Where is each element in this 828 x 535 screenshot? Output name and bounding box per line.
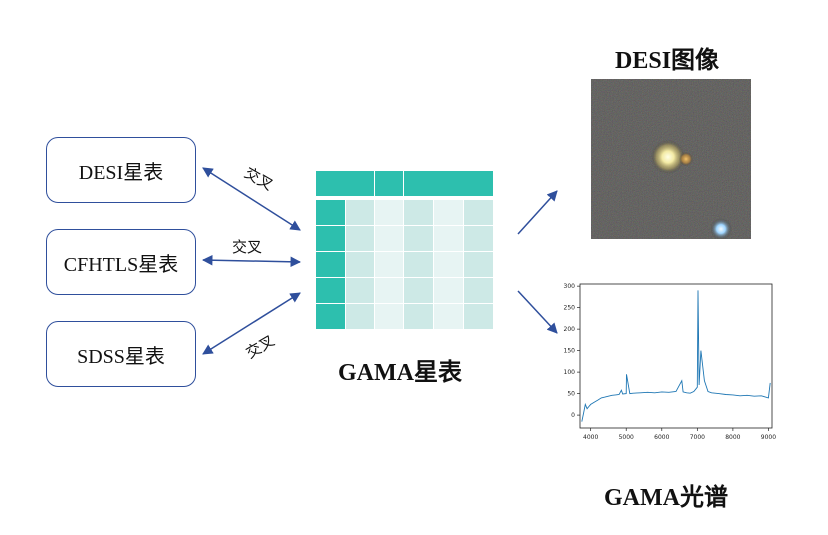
table-header-row (315, 170, 495, 197)
y-tick-label: 100 (564, 369, 576, 376)
arrow-sdss-gama (202, 292, 301, 355)
table-row (315, 303, 495, 330)
y-tick-label: 150 (564, 348, 576, 355)
y-tick-label: 250 (564, 305, 576, 312)
gama-spectrum-label: GAMA光谱 (604, 485, 728, 511)
spectrum-line (581, 290, 771, 422)
catalog-label-desi: DESI星表 (78, 161, 164, 184)
y-tick-label: 0 (571, 412, 575, 419)
catalog-box-sdss: SDSS星表 (46, 321, 196, 387)
gama-spectrum-chart: 4000 5000 6000 7000 8000 9000 0 50 100 150 200 250 3… (564, 283, 777, 441)
galaxy-blob (651, 140, 685, 174)
table-row (315, 199, 495, 226)
table-row (315, 277, 495, 304)
x-tick-label: 9000 (761, 434, 776, 441)
arrow-cfhtls-gama (201, 254, 302, 268)
table-row (315, 225, 495, 252)
arrow-gama-desi-image (517, 190, 558, 235)
gama-catalog-table-icon (315, 170, 495, 330)
desi-image-label: DESI图像 (615, 48, 720, 74)
galaxy-image-svg (591, 79, 751, 239)
cross-label-cfhtls: 交叉 (232, 238, 263, 256)
x-tick-label: 8000 (725, 434, 740, 441)
y-tick-label: 200 (564, 326, 576, 333)
x-tick-label: 5000 (619, 434, 634, 441)
x-tick-label: 7000 (690, 434, 705, 441)
spectrum-axes-frame (579, 283, 773, 429)
star-blob (710, 218, 732, 239)
catalog-label-sdss: SDSS星表 (77, 345, 165, 368)
x-tick-label: 4000 (583, 434, 598, 441)
companion-blob (679, 152, 693, 166)
arrow-desi-gama (202, 167, 301, 231)
table-row (315, 251, 495, 278)
x-tick-label: 6000 (654, 434, 669, 441)
catalog-box-cfhtls: CFHTLS星表 (46, 229, 196, 295)
desi-galaxy-image (591, 79, 751, 239)
y-tick-label: 300 (564, 283, 576, 290)
catalog-box-desi: DESI星表 (46, 137, 196, 203)
catalog-label-cfhtls: CFHTLS星表 (63, 253, 179, 276)
y-tick-label: 50 (567, 391, 575, 398)
gama-catalog-label: GAMA星表 (338, 360, 462, 386)
arrow-gama-spectrum (517, 290, 558, 334)
